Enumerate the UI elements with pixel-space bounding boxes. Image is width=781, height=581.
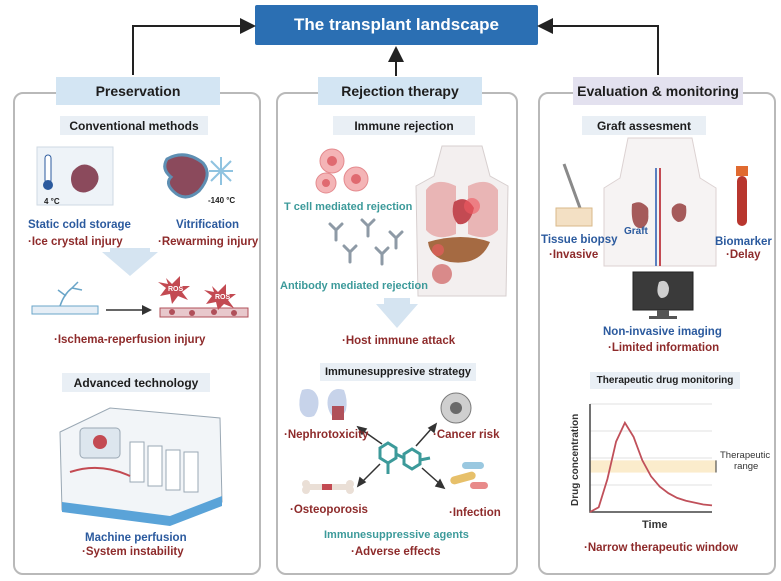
therapeutic-range-band: [590, 460, 716, 473]
non-invasive-imaging-label: Non-invasive imaging: [603, 326, 722, 338]
body-icon: [603, 137, 717, 267]
vitrification-label: Vitrification: [176, 219, 240, 231]
kidney-icon: [299, 389, 347, 420]
graft-label: Graft: [624, 226, 648, 237]
cancer-risk-label: ·Cancer risk: [433, 429, 500, 441]
static-cold-storage-label: Static cold storage: [28, 219, 131, 231]
graft-assessment-heading: Graft assesment: [582, 116, 706, 135]
vitrification-icon: [163, 153, 233, 199]
vessel-icon: [31, 281, 99, 315]
ros-label-2: ROS: [215, 294, 231, 301]
tdm-heading: Therapeutic drug monitoring: [590, 372, 740, 389]
page-title: The transplant landscape: [294, 15, 499, 34]
limited-information-label: ·Limited information: [608, 342, 720, 354]
ros-label-1: ROS: [168, 286, 184, 293]
osteoporosis-label: ·Osteoporosis: [290, 504, 368, 516]
nephrotoxicity-label: ·Nephrotoxicity: [284, 429, 369, 441]
down-arrow-icon-2: [376, 298, 418, 328]
graft-kidney-icon: [631, 202, 649, 229]
immunosuppressive-agents-label: Immunesuppressive agents: [324, 529, 469, 541]
damaged-vessel-icon: [158, 276, 249, 318]
concentration-series-line: [589, 420, 713, 513]
ice-crystal-injury-label: ·Ice crystal injury: [28, 236, 123, 248]
tab-rejection-therapy: Rejection therapy: [318, 77, 482, 105]
adverse-effects-label: ·Adverse effects: [351, 546, 441, 558]
host-immune-attack-label: ·Host immune attack: [342, 335, 456, 347]
infection-label: ·Infection: [449, 507, 501, 519]
system-instability-label: ·System instability: [82, 546, 184, 558]
cancer-cell-icon: [440, 392, 472, 424]
conventional-methods-heading: Conventional methods: [60, 116, 208, 135]
title-box: The transplant landscape: [255, 5, 538, 45]
tab-evaluation-monitoring: Evaluation & monitoring: [573, 77, 743, 105]
bacteria-icon: [450, 462, 488, 489]
machine-perfusion-icon: [59, 407, 223, 526]
tdm-chart: Drug concentration Time Therapeutic rang…: [570, 403, 770, 531]
biomarker-tube-icon: [736, 166, 748, 226]
narrow-window-label: ·Narrow therapeutic window: [584, 542, 738, 554]
down-arrow-icon: [102, 248, 158, 276]
t-cell-icon: [315, 148, 369, 194]
biomarker-label: Biomarker: [715, 236, 772, 248]
tab-preservation: Preservation: [56, 77, 220, 105]
chart-annotation-1: Therapeutic: [720, 450, 770, 461]
delay-label: ·Delay: [726, 249, 761, 261]
antibody-icon: [328, 218, 404, 266]
chart-ylabel: Drug concentration: [570, 414, 581, 506]
t-cell-rejection-label: T cell mediated rejection: [284, 201, 413, 213]
bone-icon: [302, 480, 354, 494]
right-arrow-icon: [106, 305, 152, 315]
chart-annotation-2: range: [734, 461, 758, 472]
rewarming-injury-label: ·Rewarming injury: [158, 236, 259, 248]
biopsy-icon: [555, 163, 593, 227]
molecule-icon: [356, 422, 446, 490]
temp-vitri-label: -140 °C: [208, 196, 236, 205]
cold-storage-icon: [36, 146, 114, 206]
antibody-rejection-label: Antibody mediated rejection: [280, 280, 428, 292]
organs-icon: [415, 145, 509, 297]
immune-rejection-heading: Immune rejection: [333, 116, 475, 135]
monitor-icon: [632, 271, 694, 319]
chart-xlabel: Time: [642, 519, 667, 531]
ischemia-label: ·Ischema-reperfusion injury: [54, 334, 206, 346]
machine-perfusion-label: Machine perfusion: [85, 532, 187, 544]
immunosuppressive-strategy-heading: Immunesuppresive strategy: [320, 363, 476, 381]
invasive-label: ·Invasive: [549, 249, 599, 261]
tissue-biopsy-label: Tissue biopsy: [541, 234, 618, 246]
advanced-technology-heading: Advanced technology: [62, 373, 210, 392]
temp-cold-label: 4 °C: [44, 197, 60, 206]
